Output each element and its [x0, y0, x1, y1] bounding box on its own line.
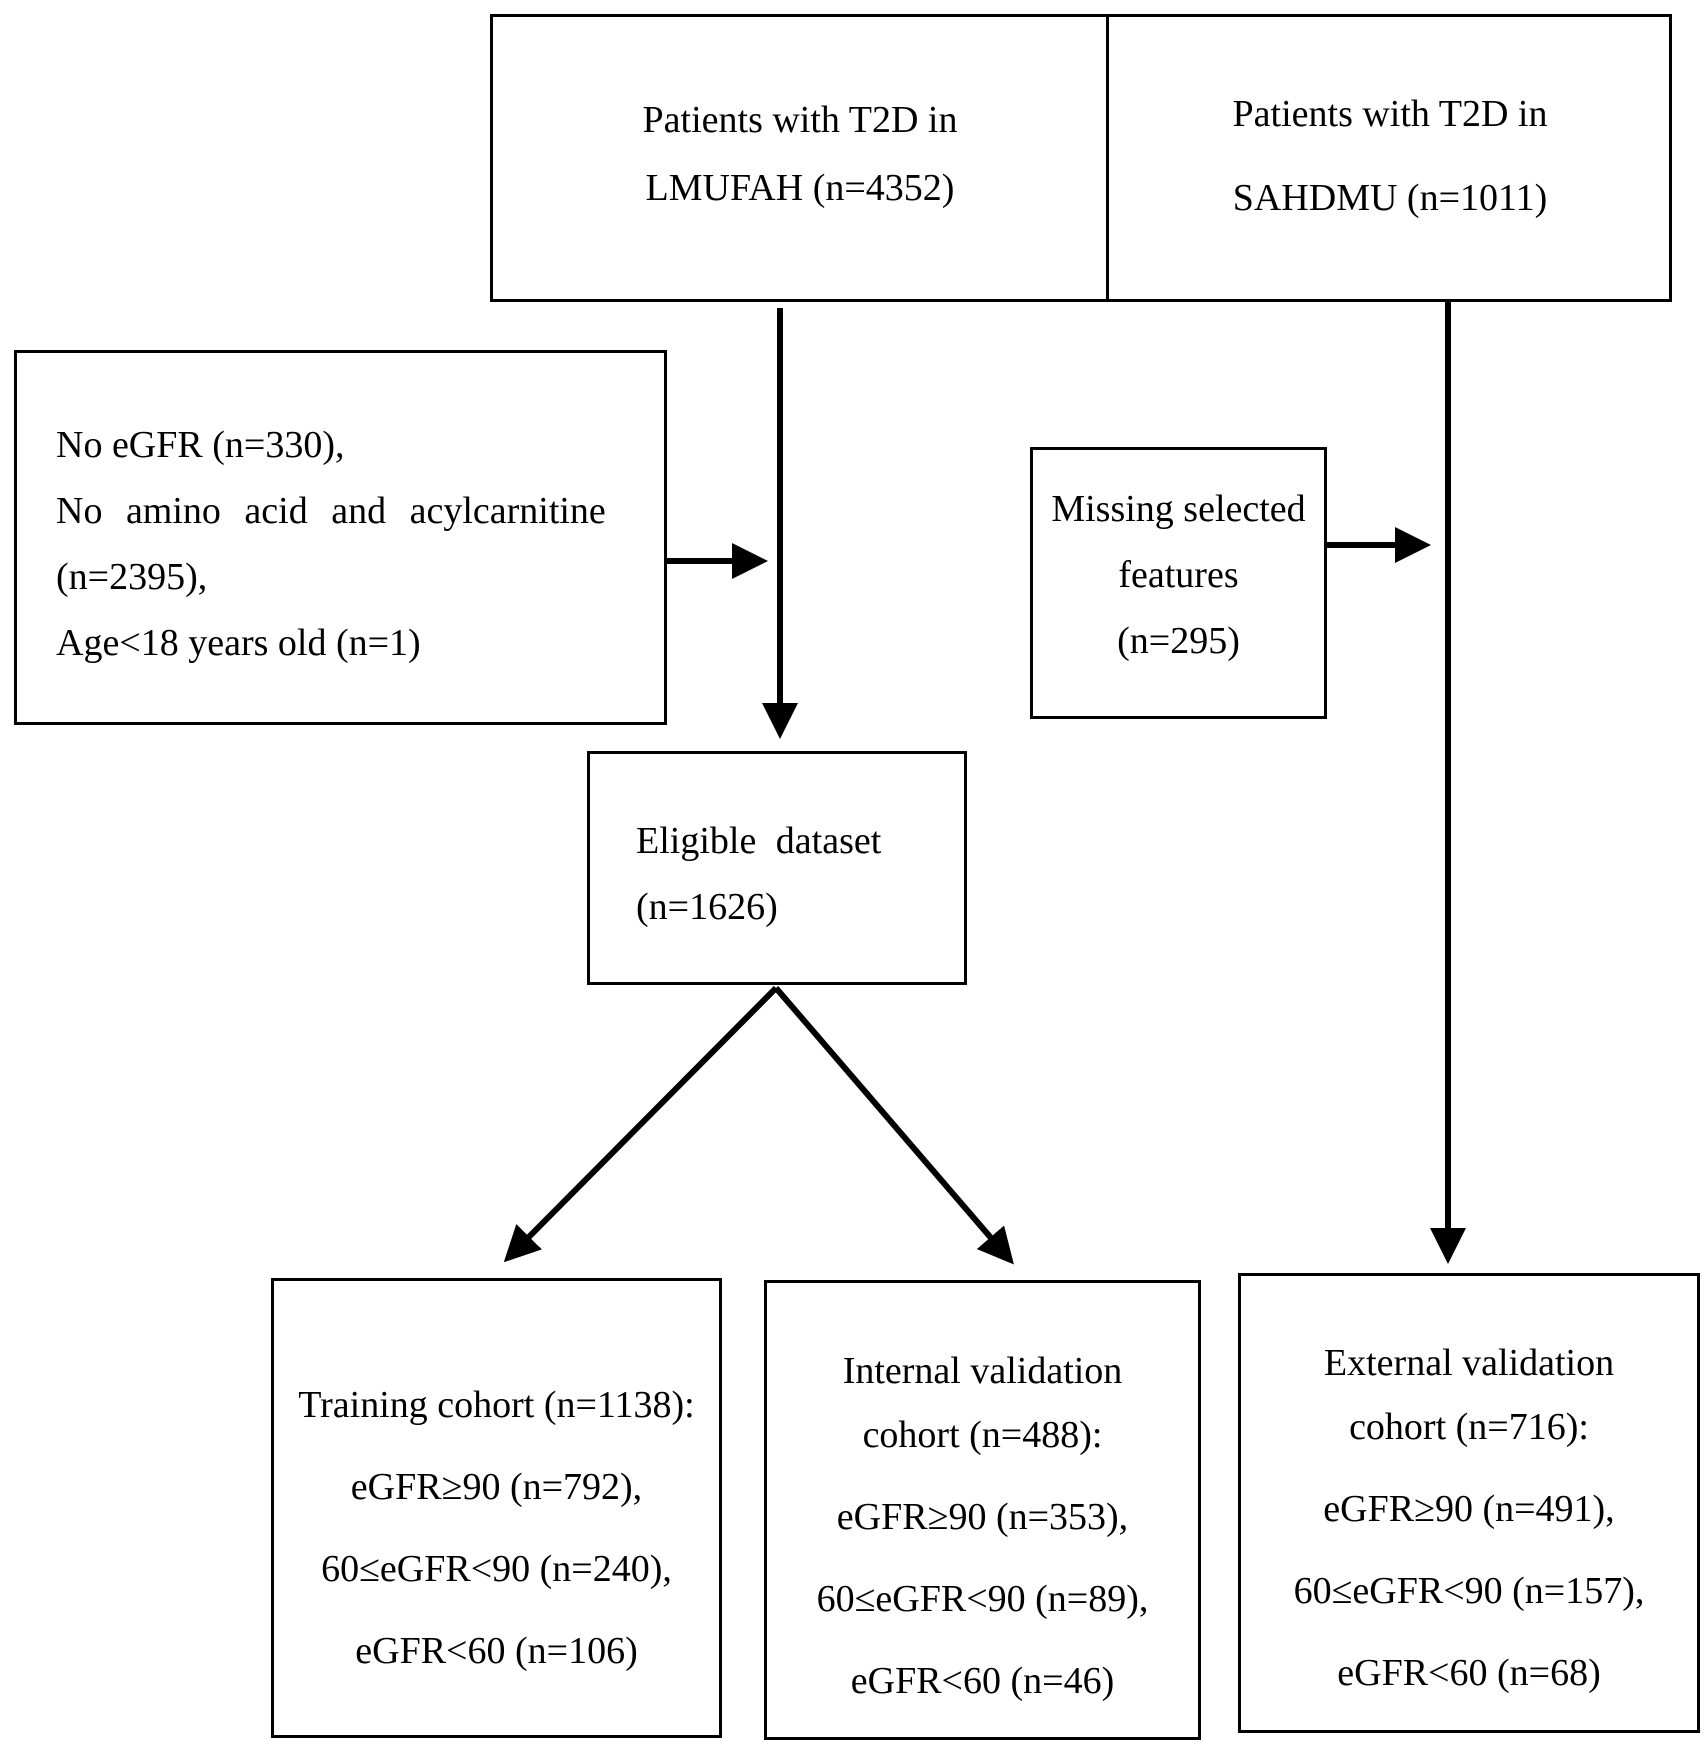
- lmufah-line1: Patients with T2D in: [642, 99, 958, 141]
- eligible-text: Eligible dataset (n=1626): [636, 808, 956, 940]
- external-line5: eGFR<60 (n=68): [1337, 1652, 1601, 1694]
- eligible-line2: (n=1626): [636, 886, 778, 928]
- external-line3: eGFR≥90 (n=491),: [1323, 1488, 1615, 1530]
- internal-line5: eGFR<60 (n=46): [850, 1660, 1115, 1702]
- exclusion-left-line2: No amino acid and acylcarnitine: [56, 490, 606, 532]
- arrow-eligible-to-internal: [773, 986, 1014, 1265]
- training-line1: Training cohort (n=1138):: [298, 1384, 695, 1426]
- external-validation-text: External validation cohort (n=716): eGFR…: [1238, 1322, 1700, 1714]
- arrow-eligible-to-training: [503, 985, 779, 1263]
- training-line4: eGFR<60 (n=106): [355, 1630, 638, 1672]
- lmufah-line2: LMUFAH (n=4352): [645, 166, 955, 209]
- top-box-divider: [1106, 14, 1109, 302]
- exclusion-left-line3: (n=2395),: [56, 556, 208, 598]
- exclusion-right-line3: (n=295): [1117, 620, 1240, 662]
- eligible-box: [587, 751, 967, 985]
- sahdmu-line1: Patients with T2D in: [1232, 93, 1548, 135]
- exclusion-right-box: [1030, 447, 1327, 719]
- lmufah-source: Patients with T2D in LMUFAH (n=4352): [496, 98, 1104, 211]
- internal-validation-text: Internal validation cohort (n=488): eGFR…: [764, 1330, 1201, 1722]
- external-line1: External validation: [1323, 1342, 1615, 1384]
- exclusion-left-line4: Age<18 years old (n=1): [56, 622, 421, 664]
- exclusion-left-line1: No eGFR (n=330),: [56, 424, 345, 466]
- external-line4: 60≤eGFR<90 (n=157),: [1293, 1570, 1645, 1612]
- internal-line3: eGFR≥90 (n=353),: [836, 1496, 1129, 1538]
- external-validation-box: [1238, 1273, 1700, 1733]
- exclusion-right-line2: features: [1118, 554, 1239, 596]
- external-line2: cohort (n=716):: [1349, 1406, 1589, 1448]
- sahdmu-source: Patients with T2D in SAHDMU (n=1011): [1112, 92, 1668, 221]
- exclusion-right-text: Missing selected features (n=295): [1030, 476, 1327, 674]
- training-cohort-box: [271, 1278, 722, 1738]
- internal-line1: Internal validation: [842, 1350, 1123, 1392]
- training-line2: eGFR≥90 (n=792),: [350, 1466, 643, 1508]
- eligible-line1: Eligible dataset: [636, 820, 882, 862]
- exclusion-left-text: No eGFR (n=330), No amino acid and acylc…: [56, 412, 646, 676]
- exclusion-left-box: [14, 350, 667, 725]
- internal-validation-box: [764, 1280, 1201, 1740]
- internal-line4: 60≤eGFR<90 (n=89),: [816, 1578, 1149, 1620]
- top-sources-box: [490, 14, 1672, 302]
- internal-line2: cohort (n=488):: [862, 1414, 1103, 1456]
- training-cohort-text: Training cohort (n=1138): eGFR≥90 (n=792…: [271, 1364, 722, 1692]
- sahdmu-line2: SAHDMU (n=1011): [1232, 176, 1548, 219]
- training-line3: 60≤eGFR<90 (n=240),: [321, 1548, 672, 1590]
- exclusion-right-line1: Missing selected: [1051, 488, 1306, 530]
